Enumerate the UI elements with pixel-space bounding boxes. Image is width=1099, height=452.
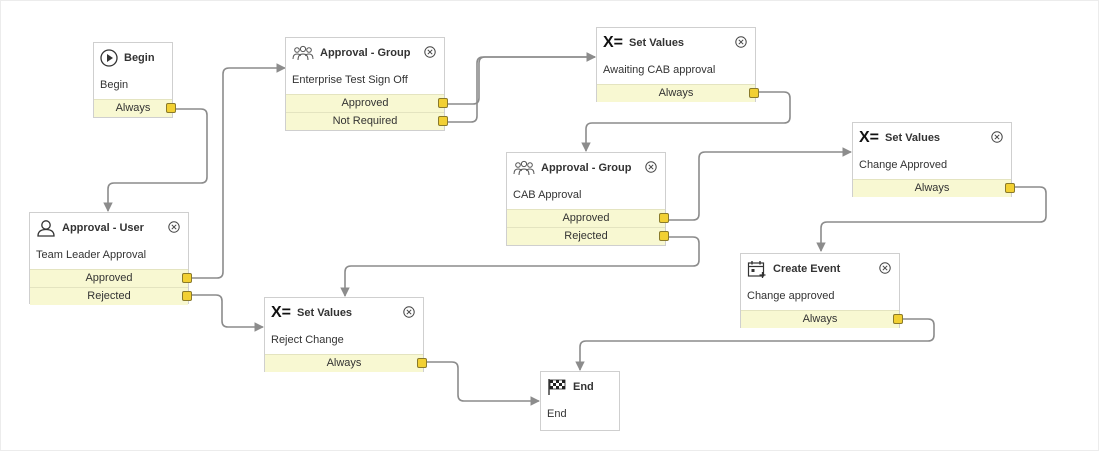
output-rejected: Rejected [30,287,192,305]
output-always: Always [741,310,903,328]
node-title: Approval - Group [541,162,632,174]
user-icon [36,219,56,237]
close-icon[interactable] [735,36,747,48]
wire-begin-to-approval-user [103,108,208,212]
close-icon[interactable] [645,161,657,173]
output-not-required: Not Required [286,112,448,130]
output-always: Always [265,354,427,372]
close-icon[interactable] [991,131,1003,143]
node-description: End [547,408,567,420]
output-always: Always [94,99,176,117]
close-icon[interactable] [168,221,180,233]
output-port[interactable] [893,314,903,324]
approval-user-node[interactable]: Approval - User Team Leader Approval App… [29,212,192,305]
output-port[interactable] [182,273,192,283]
close-icon[interactable] [879,262,891,274]
node-title: Approval - Group [320,47,411,59]
node-description: Change Approved [859,159,948,171]
approval-group-node[interactable]: Approval - Group CAB Approval Approved R… [506,152,669,246]
node-title: Approval - User [62,222,144,234]
node-description: Change approved [747,290,835,302]
output-port[interactable] [166,103,176,113]
output-approved: Approved [286,94,448,112]
approval-group-node[interactable]: Approval - Group Enterprise Test Sign Of… [285,37,448,131]
set-values-icon: X= [859,129,880,146]
node-title: Begin [124,52,155,64]
node-title: Set Values [297,307,353,319]
create-event-node[interactable]: Create Event Change approved Always [740,253,903,328]
play-icon [100,49,118,67]
node-title: Create Event [773,263,841,275]
calendar-add-icon [747,260,767,278]
begin-node[interactable]: Begin Begin Always [93,42,176,118]
node-description: Begin [100,79,129,91]
wire-group2-approved-to-setvalues2 [669,147,852,221]
node-description: Enterprise Test Sign Off [292,74,408,86]
close-icon[interactable] [403,306,415,318]
output-approved: Approved [507,209,669,227]
group-icon [292,45,314,61]
set-values-node[interactable]: X= Set Values Change Approved Always [852,122,1015,197]
set-values-icon: X= [603,34,624,51]
wire-reject-to-end [427,361,540,406]
output-port[interactable] [659,231,669,241]
checkered-flag-icon [547,378,567,396]
node-description: Awaiting CAB approval [603,64,716,76]
node-description: Reject Change [271,334,344,346]
wire-group1-approved-to-setvalues1 [447,52,596,105]
output-port[interactable] [659,213,669,223]
end-node[interactable]: End End [540,371,620,431]
set-values-icon: X= [271,304,292,321]
node-title: Set Values [629,37,685,49]
node-description: CAB Approval [513,189,582,201]
output-always: Always [853,179,1015,197]
node-title: End [573,381,594,393]
output-port[interactable] [438,116,448,126]
wire-user-rejected-to-reject [192,294,264,332]
output-port[interactable] [417,358,427,368]
output-port[interactable] [749,88,759,98]
node-title: Set Values [885,132,941,144]
wire-group1-notrequired-to-setvalues1 [447,52,596,123]
close-icon[interactable] [424,46,436,58]
wire-user-approved-to-group1 [192,63,286,279]
group-icon [513,160,535,176]
output-port[interactable] [1005,183,1015,193]
output-port[interactable] [182,291,192,301]
output-approved: Approved [30,269,192,287]
output-port[interactable] [438,98,448,108]
output-always: Always [597,84,759,102]
set-values-node[interactable]: X= Set Values Reject Change Always [264,297,427,372]
output-rejected: Rejected [507,227,669,245]
set-values-node[interactable]: X= Set Values Awaiting CAB approval Alwa… [596,27,759,102]
node-description: Team Leader Approval [36,249,147,261]
